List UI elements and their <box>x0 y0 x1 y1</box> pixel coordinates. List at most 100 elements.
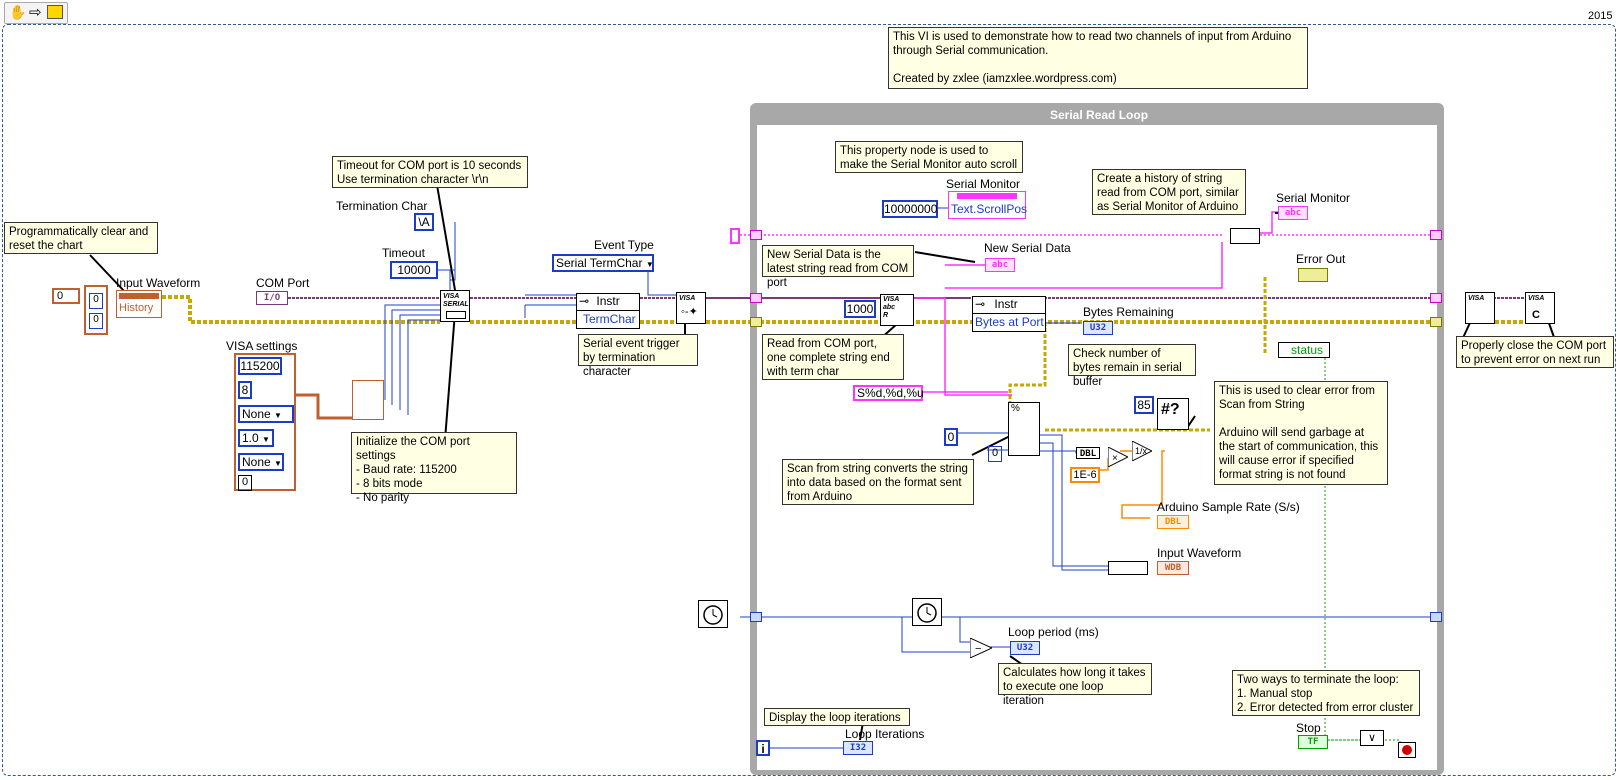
loop-iterations-indicator[interactable]: I32 <box>843 741 873 755</box>
arduino-rate-label: Arduino Sample Rate (S/s) <box>1157 500 1300 514</box>
shift-register-right-visa[interactable] <box>1430 293 1442 303</box>
string-wire-read <box>905 242 1223 396</box>
unbundle-status-node[interactable]: status <box>1278 342 1330 358</box>
error-out-indicator[interactable] <box>1298 268 1328 282</box>
termination-char-label: Termination Char <box>336 199 428 213</box>
timeout-label: Timeout <box>382 246 425 260</box>
event-type-ring[interactable]: Serial TermChar ▼ <box>552 254 654 272</box>
visa-enable-event-node[interactable]: VISA ◦-✦ <box>676 292 706 324</box>
tick-count-outside[interactable] <box>698 600 728 628</box>
com-port-control[interactable]: I/O <box>256 291 288 305</box>
bytes-at-port-property: Bytes at Port <box>975 315 1044 329</box>
visa-last-control[interactable]: 0 <box>238 475 252 491</box>
visa-disable-event-node[interactable]: VISA <box>1465 292 1495 324</box>
build-array-node[interactable] <box>1230 228 1260 244</box>
serial-monitor-indicator[interactable]: abc <box>1278 206 1308 220</box>
clear-error-node[interactable]: #? <box>1157 398 1189 430</box>
serial-monitor-property-node[interactable]: Text.ScrollPos <box>948 191 1028 219</box>
parity-value: None <box>242 407 271 421</box>
loop-condition-terminal[interactable] <box>1398 742 1416 758</box>
shift-register-right-string[interactable] <box>1430 230 1442 240</box>
history-array-constant[interactable]: 0 0 <box>84 285 108 335</box>
shift-register-right-time[interactable] <box>1430 612 1442 622</box>
shift-register-left-time[interactable] <box>750 612 762 622</box>
scan-icon: % <box>1011 403 1020 414</box>
serial-monitor-2-label: Serial Monitor <box>1276 191 1351 205</box>
reciprocal-icon: 1/x <box>1131 440 1154 462</box>
read-count-constant[interactable]: 1000 <box>844 300 876 318</box>
visa-settings-label: VISA settings <box>226 339 298 353</box>
scan-from-string-node[interactable]: % <box>1008 402 1040 456</box>
instr-header-2: ⊸ Instr <box>973 297 1045 314</box>
instr-label: Instr <box>596 294 620 308</box>
stopwatch-icon <box>917 603 937 623</box>
history-index-constant[interactable]: 0 <box>52 288 80 304</box>
block-diagram-border <box>2 24 1616 776</box>
stop-button-terminal[interactable]: TF <box>1298 735 1328 749</box>
flow-control-ring[interactable]: None ▼ <box>238 453 284 471</box>
serial-event-note: Serial event trigger by termination char… <box>578 334 698 378</box>
baud-rate-control[interactable]: 115200 <box>238 357 282 375</box>
subtract-node[interactable]: − <box>969 637 994 659</box>
svg-text:1/x: 1/x <box>1135 446 1148 456</box>
arduino-rate-indicator[interactable]: DBL <box>1157 515 1189 529</box>
scroll-constant[interactable]: 10000000 <box>882 200 938 218</box>
status-label: status <box>1291 343 1324 357</box>
reciprocal-node[interactable]: 1/x <box>1131 440 1154 462</box>
bytes-remaining-label: Bytes Remaining <box>1083 305 1174 319</box>
loop-period-label: Loop period (ms) <box>1008 625 1099 639</box>
instr-property-node[interactable]: ⊸ Instr TermChar <box>576 293 640 329</box>
clear-chart-note: Programmatically clear and reset the cha… <box>4 222 158 254</box>
shift-register-right-error[interactable] <box>1430 317 1442 327</box>
parity-ring[interactable]: None ▼ <box>238 405 294 423</box>
zero-constant[interactable]: 0 <box>944 428 958 446</box>
history-property-node[interactable]: History <box>116 290 162 318</box>
unbundle-node[interactable] <box>352 380 384 420</box>
hand-tool-icon[interactable]: ✋ <box>9 4 27 20</box>
string-array-constant[interactable] <box>730 228 740 244</box>
data-bits-control[interactable]: 8 <box>238 381 252 399</box>
flow-control-value: None <box>242 455 271 469</box>
subtract-icon: − <box>969 637 994 659</box>
bytes-remaining-indicator[interactable]: U32 <box>1083 321 1113 335</box>
vi-run-icon[interactable] <box>47 5 63 19</box>
loop-period-indicator[interactable]: U32 <box>1010 641 1040 655</box>
format-string-constant[interactable]: S%d,%d,%u <box>853 385 924 401</box>
input-waveform-2-label: Input Waveform <box>1157 546 1242 560</box>
termination-char-control[interactable]: \A <box>414 213 434 231</box>
visa-close-node[interactable]: VISA C <box>1525 292 1555 324</box>
numeric-wire-event <box>524 262 676 318</box>
visa-settings-cluster[interactable]: 115200 8 None ▼ 1.0 ▼ None ▼ 0 <box>234 353 296 491</box>
new-serial-note: New Serial Data is the latest string rea… <box>762 245 914 289</box>
to-dbl-node[interactable]: DBL <box>1076 447 1100 459</box>
event-type-value: Serial TermChar <box>556 256 643 270</box>
timeout-control[interactable]: 10000 <box>390 261 438 279</box>
toolbar: ✋ ⇨ 2015 <box>0 0 1620 24</box>
stop-bits-ring[interactable]: 1.0 ▼ <box>238 429 274 447</box>
shift-register-left-visa[interactable] <box>750 293 762 303</box>
visa-disable-icon: VISA <box>1468 295 1485 302</box>
shift-register-left-error[interactable] <box>750 317 762 327</box>
zero-constant-2[interactable]: 0 <box>988 446 1002 462</box>
scale-constant[interactable]: 1E-6 <box>1070 467 1100 483</box>
input-waveform-indicator[interactable]: WDB <box>1157 561 1189 575</box>
arrow-tool-icon[interactable]: ⇨ <box>29 4 42 21</box>
error-out-label: Error Out <box>1296 252 1346 266</box>
init-com-note: Initialize the COM port settings - Baud … <box>351 432 517 504</box>
event-glyph-icon: ◦-✦ <box>681 306 698 318</box>
multiply-node[interactable]: × <box>1107 446 1130 468</box>
shift-register-left-string[interactable] <box>750 230 762 240</box>
new-serial-data-indicator[interactable]: abc <box>985 258 1015 272</box>
instr-property-node-2[interactable]: ⊸ Instr Bytes at Port <box>972 296 1046 332</box>
error-code-constant[interactable]: 85 <box>1134 396 1154 414</box>
scroll-pos-property: Text.ScrollPos <box>951 202 1028 216</box>
build-waveform-node[interactable] <box>1108 561 1148 575</box>
close-com-note: Properly close the COM port to prevent e… <box>1456 336 1614 368</box>
or-node[interactable]: ∨ <box>1360 730 1384 746</box>
loop-iteration-terminal[interactable]: i <box>756 740 770 756</box>
header-note: This VI is used to demonstrate how to re… <box>888 27 1308 89</box>
tick-count-inside[interactable] <box>912 598 942 626</box>
